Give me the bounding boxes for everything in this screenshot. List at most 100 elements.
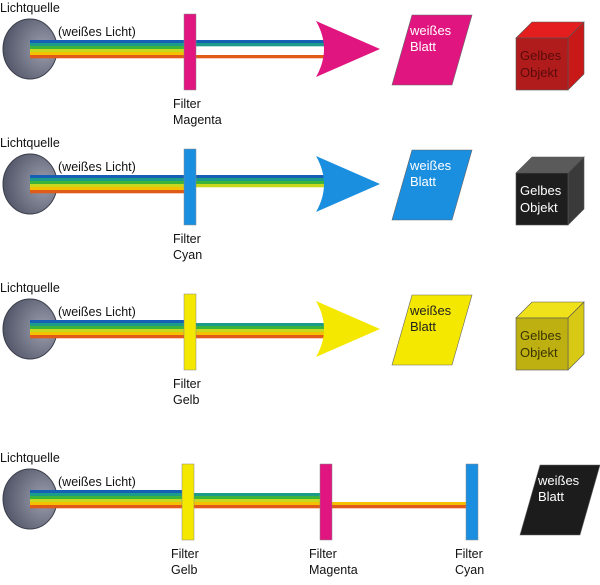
sheet-shape <box>391 294 473 366</box>
arrow-head-icon <box>316 301 380 357</box>
filter-cyan <box>183 148 197 226</box>
beam-band-white-light <box>30 323 190 327</box>
beam-band-transmitted-green <box>190 326 330 330</box>
sheet-label: weißes <box>409 158 452 173</box>
sheet-label-2: Blatt <box>538 489 564 504</box>
beam-band-transmitted-blue <box>190 175 330 179</box>
beam-band-white-light <box>30 499 188 503</box>
filter-gelb <box>181 463 195 541</box>
filter-label: Filter <box>309 547 337 561</box>
filter-color-label: Cyan <box>455 563 484 577</box>
arrow-head-icon <box>316 156 380 212</box>
light-source-label: Lichtquelle <box>0 281 60 295</box>
beam-band-transmitted-green <box>190 181 330 185</box>
row-4: Lichtquelle(weißes Licht)FilterGelbFilte… <box>0 451 600 577</box>
object-label: Gelbes <box>520 328 562 343</box>
beam-band-transmitted-yellow <box>188 499 326 503</box>
filter-cyan <box>465 463 479 541</box>
beam-band-white-light <box>30 181 190 185</box>
beam-band-white-light <box>30 175 190 179</box>
light-source-label: Lichtquelle <box>0 451 60 465</box>
beam-band-white-light <box>30 326 190 330</box>
beam-band-transmitted-blue <box>190 40 330 44</box>
beam-band-transmitted-red <box>190 335 330 339</box>
beam-band-white-light <box>30 496 188 500</box>
beam-band-white-light <box>30 43 190 47</box>
beam-band-transmitted-yellow <box>190 329 330 333</box>
beam-band-white-light <box>30 190 190 194</box>
beam-band-white-light <box>30 332 190 336</box>
white-light-label: (weißes Licht) <box>58 25 136 39</box>
object-label: Gelbes <box>520 48 562 63</box>
beam-band-transmitted-green <box>190 178 330 182</box>
filter-label: Filter <box>173 377 201 391</box>
white-light-label: (weißes Licht) <box>58 160 136 174</box>
filter-color-label: Magenta <box>173 113 222 127</box>
beam-band-transmitted-red <box>190 55 330 59</box>
filter-label: Filter <box>455 547 483 561</box>
white-light-label: (weißes Licht) <box>58 475 136 489</box>
beam-band-transmitted-green <box>188 496 326 500</box>
beam-band-white-light <box>30 178 190 182</box>
beam-band-transmitted-red <box>326 505 472 509</box>
filter-gelb <box>183 293 197 371</box>
beam-band-white-light <box>30 505 188 509</box>
beam-band-transmitted-green <box>190 184 330 188</box>
sheet-label: weißes <box>409 303 452 318</box>
beam-band-transmitted-blue <box>190 43 330 47</box>
beam-band-white-light <box>30 46 190 50</box>
beam-band-white-light <box>30 335 190 339</box>
beam-band-white-light <box>30 493 188 497</box>
white-light-label: (weißes Licht) <box>58 305 136 319</box>
arrow-head-icon <box>316 21 380 77</box>
beam-band-white-light <box>30 320 190 324</box>
sheet-label-2: Blatt <box>410 39 436 54</box>
beam-band-white-light <box>30 490 188 494</box>
sheet-label-2: Blatt <box>410 319 436 334</box>
filter-color-label: Cyan <box>173 248 202 262</box>
filter-label: Filter <box>173 97 201 111</box>
filter-magenta <box>319 463 333 541</box>
cube-front <box>515 172 569 226</box>
light-source-label: Lichtquelle <box>0 1 60 15</box>
beam-band-white-light <box>30 502 188 506</box>
beam-band-white-light <box>30 187 190 191</box>
beam-band-white-light <box>30 49 190 53</box>
beam-band-transmitted-yellow <box>188 502 326 506</box>
beam-band-transmitted-red <box>188 505 326 509</box>
object-label-2: Objekt <box>520 65 558 80</box>
beam-band-white-light <box>30 40 190 44</box>
sheet-label-2: Blatt <box>410 174 436 189</box>
filter-magenta <box>183 13 197 91</box>
beam-band-white-light <box>30 329 190 333</box>
beam-band-transmitted-yellow <box>190 332 330 336</box>
filter-label: Filter <box>171 547 199 561</box>
filter-color-label: Gelb <box>173 393 199 407</box>
object-label: Gelbes <box>520 183 562 198</box>
filter-color-label: Magenta <box>309 563 358 577</box>
beam-band-transmitted-green <box>188 493 326 497</box>
beam-band-white-light <box>30 55 190 59</box>
object-label-2: Objekt <box>520 345 558 360</box>
beam-band-white-light <box>30 184 190 188</box>
light-source-label: Lichtquelle <box>0 136 60 150</box>
beam-band-transmitted-yellow <box>326 502 472 506</box>
object-label-2: Objekt <box>520 200 558 215</box>
sheet-shape <box>391 14 473 86</box>
